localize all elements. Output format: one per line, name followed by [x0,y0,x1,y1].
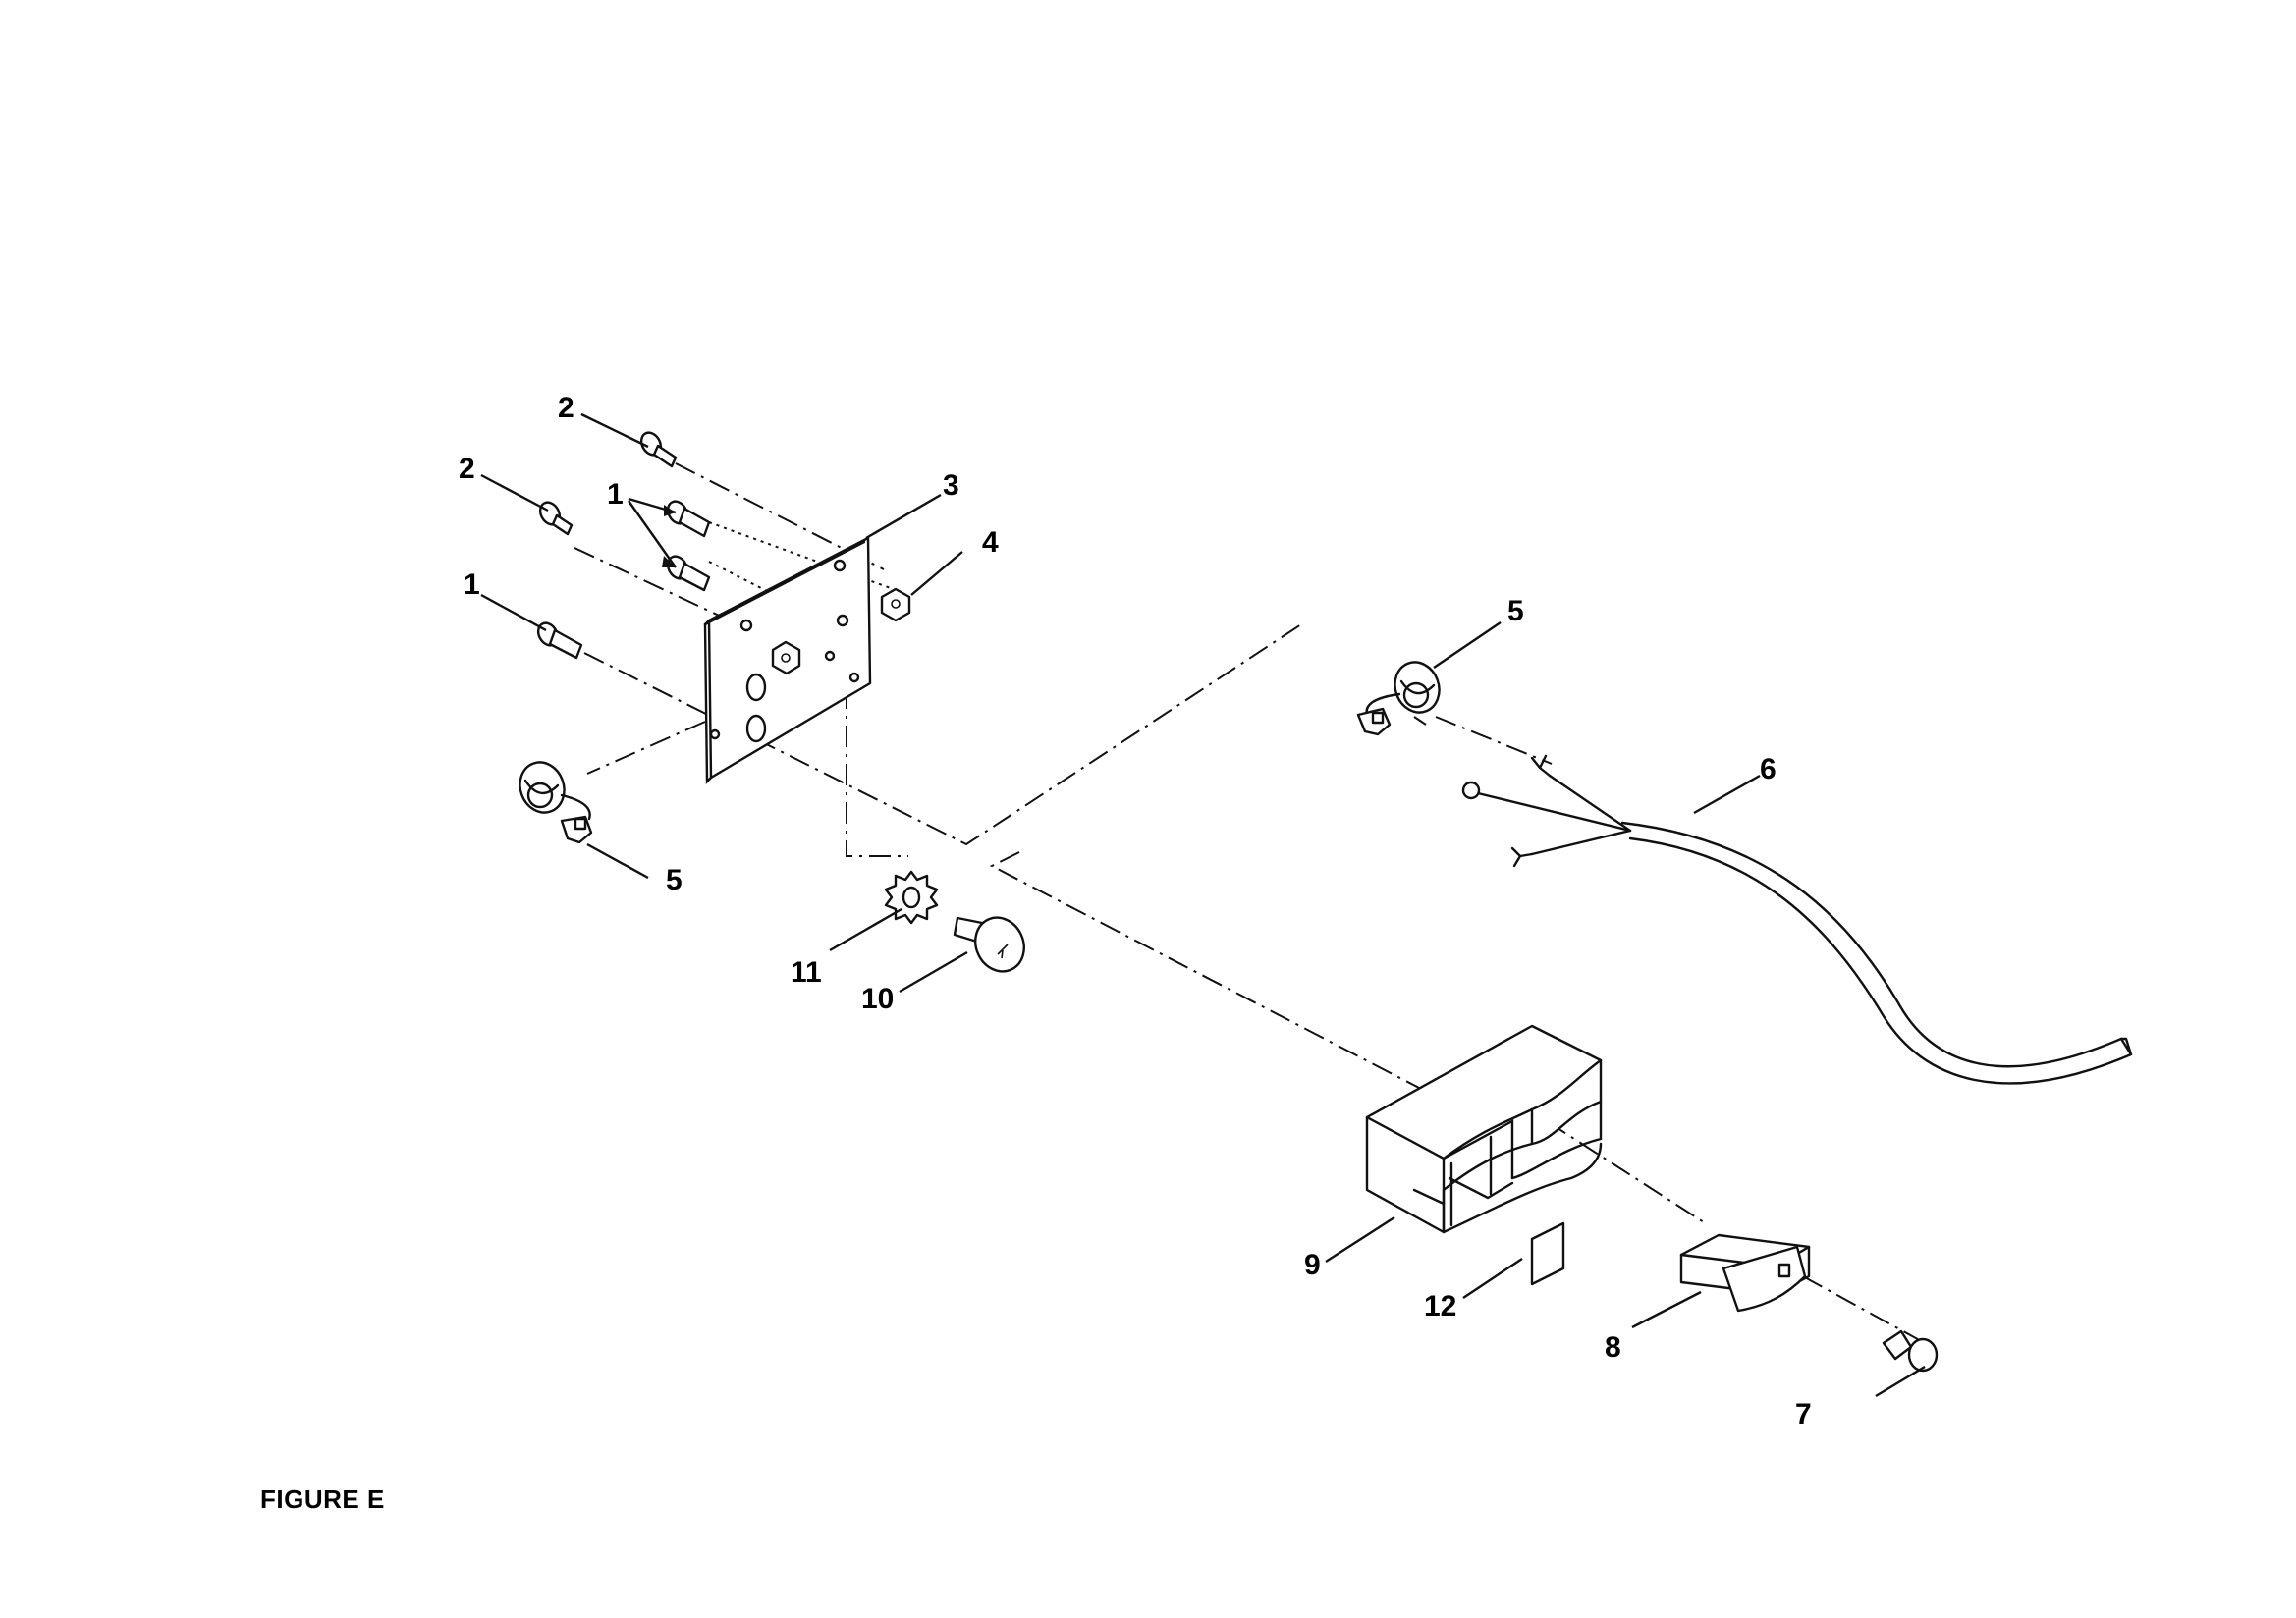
callout-6: 6 [1760,753,1777,785]
callout-2-lower: 2 [459,453,475,485]
leader-lines [480,412,1926,1398]
callout-5-right: 5 [1507,595,1524,627]
safety-key-part-7 [1882,1329,1939,1373]
switch-mounting-plate-part-3 [703,536,872,784]
callout-11: 11 [791,956,822,989]
screw-part-2-lower [538,501,574,536]
callout-8: 8 [1605,1331,1621,1364]
callout-3: 3 [943,469,959,502]
callout-1-upper: 1 [607,478,624,511]
switch-box-part-9 [1365,1024,1603,1234]
screw-part-1-middle [666,555,711,592]
callout-labels: 2 2 1 1 3 4 5 5 6 7 8 9 10 11 12 [459,392,1812,1430]
callout-2-upper: 2 [558,392,574,424]
screw-part-2-upper [639,431,678,468]
figure-caption: FIGURE E [260,1484,385,1514]
label-part-12 [1530,1221,1565,1286]
strain-relief-part-5-right [1356,661,1441,736]
rocker-switch-part-8 [1679,1233,1811,1313]
callout-4: 4 [982,526,999,559]
callout-1-lower: 1 [464,568,480,601]
callout-5-left: 5 [666,864,683,896]
square-nut-part-4 [880,587,911,622]
screw-part-10 [953,916,1025,973]
callout-7: 7 [1795,1398,1812,1430]
screw-part-1-lower [536,621,583,660]
power-cord-part-6 [1461,754,2133,1085]
screw-part-1-top [666,500,711,538]
callout-10: 10 [861,983,894,1015]
callout-12: 12 [1424,1290,1456,1322]
strain-relief-part-5-left [519,761,593,844]
callout-9: 9 [1304,1249,1321,1281]
star-washer-part-11 [884,870,939,925]
